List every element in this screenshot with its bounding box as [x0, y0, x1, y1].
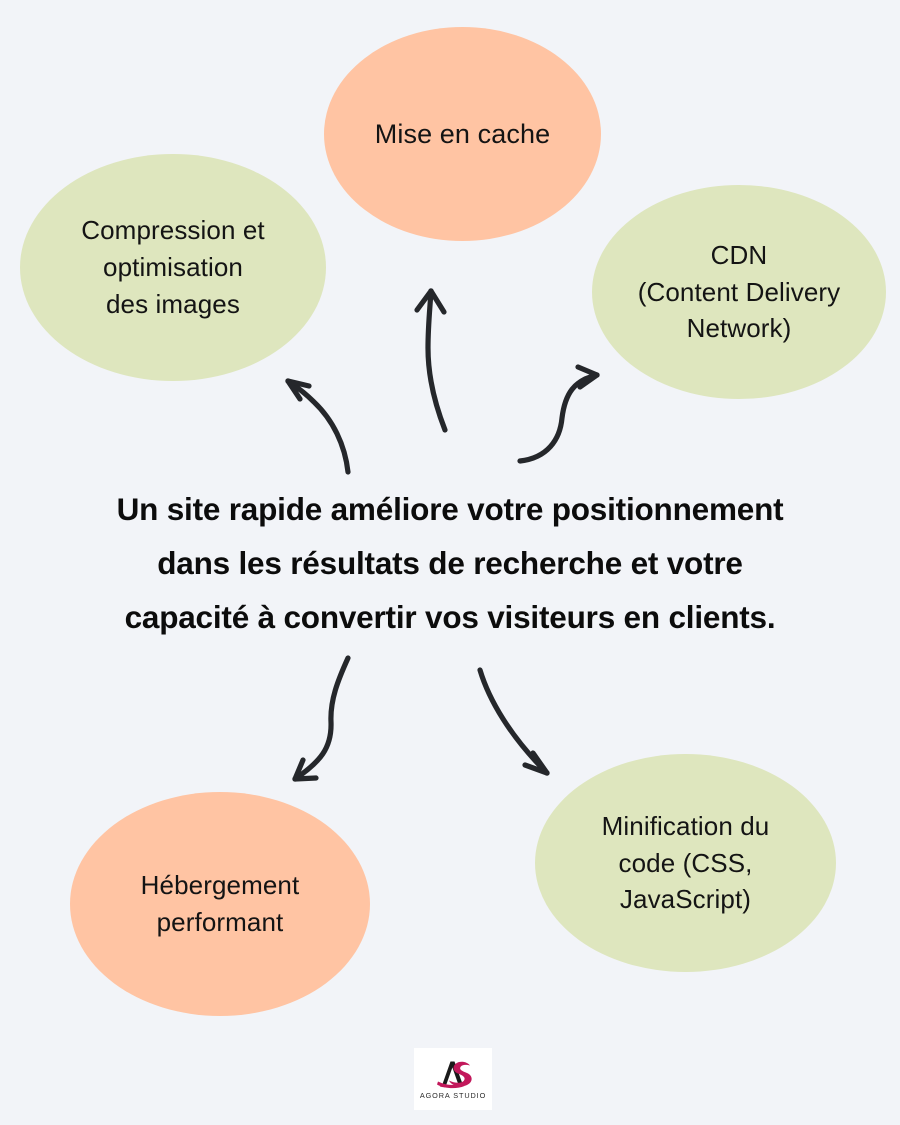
arrow-to-hebergement-icon — [292, 655, 351, 782]
node-cdn[interactable]: CDN (Content Delivery Network) — [592, 185, 886, 399]
node-minification-code-label: Minification du code (CSS, JavaScript) — [601, 810, 770, 915]
logo-wordmark: AGORA STUDIO — [419, 1091, 487, 1100]
arrow-to-cache-icon — [414, 288, 448, 433]
node-cdn-label: CDN (Content Delivery Network) — [637, 239, 841, 344]
node-minification-code[interactable]: Minification du code (CSS, JavaScript) — [535, 754, 836, 972]
arrow-to-compression-icon — [285, 378, 351, 475]
node-compression-optimisation-images[interactable]: Compression et optimisation des images — [20, 154, 326, 381]
node-compression-optimisation-images-label: Compression et optimisation des images — [81, 215, 265, 319]
node-hebergement-performant-label: Hébergement performant — [140, 870, 300, 937]
arrow-to-cdn-icon — [517, 364, 600, 464]
center-statement-text: Un site rapide améliore votre positionne… — [116, 491, 784, 636]
logo-card: AGORA STUDIO — [414, 1048, 492, 1110]
arrow-to-minification-icon — [477, 667, 550, 776]
node-mise-en-cache[interactable]: Mise en cache — [324, 27, 601, 241]
node-hebergement-performant[interactable]: Hébergement performant — [70, 792, 370, 1016]
node-mise-en-cache-label: Mise en cache — [374, 118, 551, 149]
agora-studio-monogram-icon — [437, 1061, 472, 1089]
